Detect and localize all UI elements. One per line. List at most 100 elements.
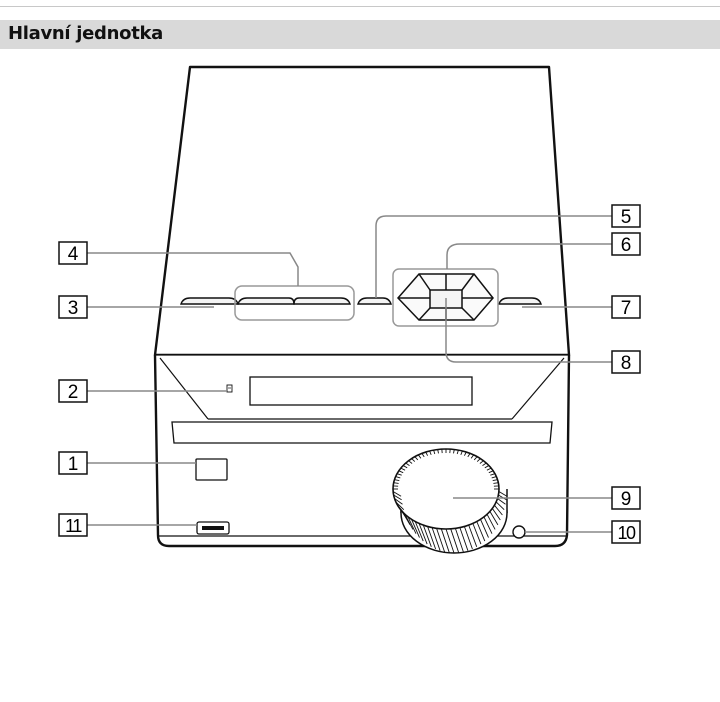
knob-rim-ridge xyxy=(405,462,410,466)
knob-rim-ridge xyxy=(394,479,400,482)
knob-rim-ridge xyxy=(395,476,401,479)
knob-ridge xyxy=(395,501,405,511)
callout-11: 11 xyxy=(58,513,88,537)
knob-rim-ridge xyxy=(411,458,416,462)
knob-rim-ridge xyxy=(460,450,463,455)
knob-ridge xyxy=(476,521,486,542)
knob-ridge xyxy=(422,524,432,547)
top-buttons xyxy=(180,297,542,305)
knob-rim-ridge xyxy=(429,450,432,455)
knob-rim-ridge xyxy=(425,451,429,456)
knob-rim-ridge xyxy=(492,479,498,482)
play-mode-button-left xyxy=(237,297,295,305)
knob-rim-ridge xyxy=(493,482,499,484)
knob-rim-ridge xyxy=(437,449,439,454)
callout-7-label: 7 xyxy=(621,298,632,319)
callout-6-label: 6 xyxy=(621,235,632,256)
knob-ridge xyxy=(399,508,409,521)
knob-ridge xyxy=(450,528,460,553)
knob-ridge xyxy=(459,527,469,551)
knob-rim-ridge xyxy=(393,482,399,484)
knob-rim-ridge xyxy=(421,453,425,458)
knob-rim-ridge xyxy=(396,473,402,476)
callout-1: 1 xyxy=(58,451,88,475)
callout-10: 10 xyxy=(611,520,641,544)
function-button xyxy=(357,297,392,305)
knob-rim-ridge xyxy=(433,449,436,455)
knob-ridge xyxy=(397,504,406,516)
callout-5: 5 xyxy=(611,204,641,228)
knob-ridge xyxy=(445,528,455,554)
callout-8-label: 8 xyxy=(621,353,632,374)
knob-rim-ridge xyxy=(456,449,459,455)
knob-ridge xyxy=(472,523,482,545)
knob-ridge xyxy=(418,523,428,545)
knob-ridge xyxy=(486,514,496,530)
knob-ridge xyxy=(392,491,402,497)
knob-rim-ridge xyxy=(417,454,422,459)
knob-rim-ridge xyxy=(486,467,492,471)
bracket-group-4 xyxy=(234,285,355,321)
usb-port xyxy=(196,521,230,535)
knob-rim-ridge xyxy=(402,465,408,469)
knob-ridge xyxy=(463,526,473,550)
knob-ridge xyxy=(454,528,464,553)
callout-10-label: 10 xyxy=(617,523,636,543)
section-title: Hlavní jednotka xyxy=(8,23,164,44)
knob-rim-ridge xyxy=(463,451,467,456)
callout-2: 2 xyxy=(58,379,88,403)
knob-rim-ridge xyxy=(473,456,478,461)
knob-rim-ridge xyxy=(467,453,471,458)
callout-6: 6 xyxy=(611,232,641,256)
knob-rim-ridge xyxy=(398,470,404,474)
leader-lines xyxy=(87,215,612,533)
play-mode-button-right xyxy=(293,297,351,305)
callout-4-label: 4 xyxy=(68,244,79,265)
callout-3: 3 xyxy=(58,295,88,319)
device-front xyxy=(153,354,571,554)
knob-ridge xyxy=(468,524,478,547)
knob-rim-ridge xyxy=(482,462,487,466)
callout-3-label: 3 xyxy=(68,298,79,319)
knob-rim-ridge xyxy=(414,456,419,461)
knob-rim-ridge xyxy=(490,473,496,476)
knob-rim-ridge xyxy=(400,467,406,471)
knob-rim-ridge xyxy=(476,458,481,462)
callout-2-label: 2 xyxy=(68,382,79,403)
callout-9: 9 xyxy=(611,486,641,510)
section-header: Hlavní jednotka xyxy=(0,20,720,49)
knob-rim-ridge xyxy=(488,470,494,474)
knob-ridge xyxy=(494,504,503,516)
callout-4: 4 xyxy=(58,241,88,265)
knob-ridge xyxy=(483,516,493,534)
callout-9-label: 9 xyxy=(621,489,632,510)
knob-ridge xyxy=(436,528,446,553)
knob-rim-ridge xyxy=(484,465,490,469)
callout-5-label: 5 xyxy=(621,207,632,228)
knob-rim-ridge xyxy=(470,454,475,459)
navigation-pad xyxy=(396,273,494,321)
knob-ridge xyxy=(440,528,450,553)
knob-rim-ridge xyxy=(479,460,484,464)
callout-11-label: 11 xyxy=(65,516,82,536)
knob-ridge xyxy=(495,501,505,511)
device-top-surface xyxy=(153,65,571,357)
knob-rim-ridge xyxy=(408,460,413,464)
callout-1-label: 1 xyxy=(68,454,79,475)
nfc-mark xyxy=(195,458,228,481)
knob-ridge xyxy=(404,514,414,530)
headphone-jack xyxy=(512,525,526,539)
eject-button xyxy=(498,297,542,305)
knob-ridge xyxy=(411,519,420,538)
knob-ridge xyxy=(393,494,402,501)
knob-rim-ridge xyxy=(453,449,455,454)
knob-ridge xyxy=(407,516,417,534)
knob-ridge xyxy=(480,519,489,538)
knob-ridge xyxy=(414,521,424,542)
power-button xyxy=(180,297,239,305)
knob-ridge xyxy=(394,498,403,505)
knob-rim-ridge xyxy=(491,476,497,479)
knob-ridge xyxy=(431,527,441,551)
knob-ridge xyxy=(498,491,508,497)
